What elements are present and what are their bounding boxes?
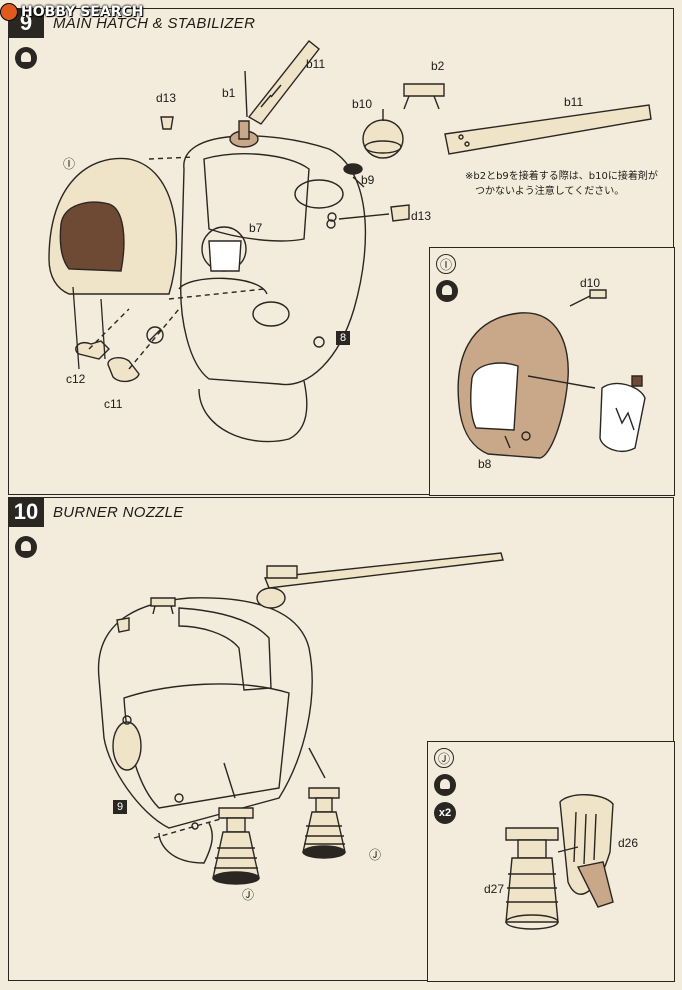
step-9-drawing <box>9 9 673 494</box>
part-b2-label: b2 <box>431 59 445 73</box>
part-b9-label: b9 <box>361 173 375 187</box>
callout-j-left: Ⓙ <box>242 888 255 902</box>
cement-icon <box>15 47 37 69</box>
assembly-note: ※b2とb9を接着する際は、b10に接着剤が つかないよう注意してください。 <box>465 171 658 197</box>
part-c12-label: c12 <box>66 372 86 386</box>
step-9-section: 9 MAIN HATCH & STABILIZER <box>8 8 675 496</box>
step-10-section: 10 BURNER NOZZLE <box>8 497 675 982</box>
part-d13-right-label: d13 <box>411 209 432 223</box>
inset-j-letter: Ⓙ <box>434 748 454 768</box>
quantity-x2-badge: x2 <box>434 802 456 824</box>
inset-i-panel: Ⓘ d10 b8 <box>429 247 675 496</box>
part-d27-label: d27 <box>484 882 505 896</box>
step-10-drawing <box>9 498 673 980</box>
inset-j-panel: Ⓙ x2 d <box>427 741 675 982</box>
callout-i-label: Ⓘ <box>63 157 76 171</box>
watermark: HOBBY SEARCH <box>0 2 143 22</box>
step-10-title: BURNER NOZZLE <box>53 504 184 521</box>
part-c11-label: c11 <box>104 397 123 411</box>
part-b11-top-label: b11 <box>306 57 326 71</box>
part-b10-label: b10 <box>352 97 373 111</box>
step-9-reference: 9 <box>113 800 127 814</box>
inset-j-cement-icon <box>434 774 456 796</box>
part-d10-label: d10 <box>580 276 601 290</box>
part-b11-right-label: b11 <box>564 95 584 109</box>
inset-i-letter: Ⓘ <box>436 254 456 274</box>
inset-i-drawing <box>430 248 674 495</box>
watermark-text: HOBBY SEARCH <box>21 4 144 20</box>
inset-i-cement-icon <box>436 280 458 302</box>
inset-j-drawing <box>428 742 674 981</box>
step-10-cement-icon <box>15 536 37 558</box>
part-b1-label: b1 <box>222 86 236 100</box>
part-d13-top-label: d13 <box>156 91 177 105</box>
part-b8-label: b8 <box>478 457 492 471</box>
step-9-title: MAIN HATCH & STABILIZER <box>53 15 256 32</box>
callout-j-right: Ⓙ <box>369 848 382 862</box>
step-10-number: 10 <box>8 497 44 527</box>
hobby-search-logo-icon <box>0 3 18 21</box>
step-9-number: 9 <box>8 8 44 38</box>
part-d26-label: d26 <box>618 836 639 850</box>
step-8-reference: 8 <box>336 331 350 345</box>
part-b7-label: b7 <box>249 221 263 235</box>
